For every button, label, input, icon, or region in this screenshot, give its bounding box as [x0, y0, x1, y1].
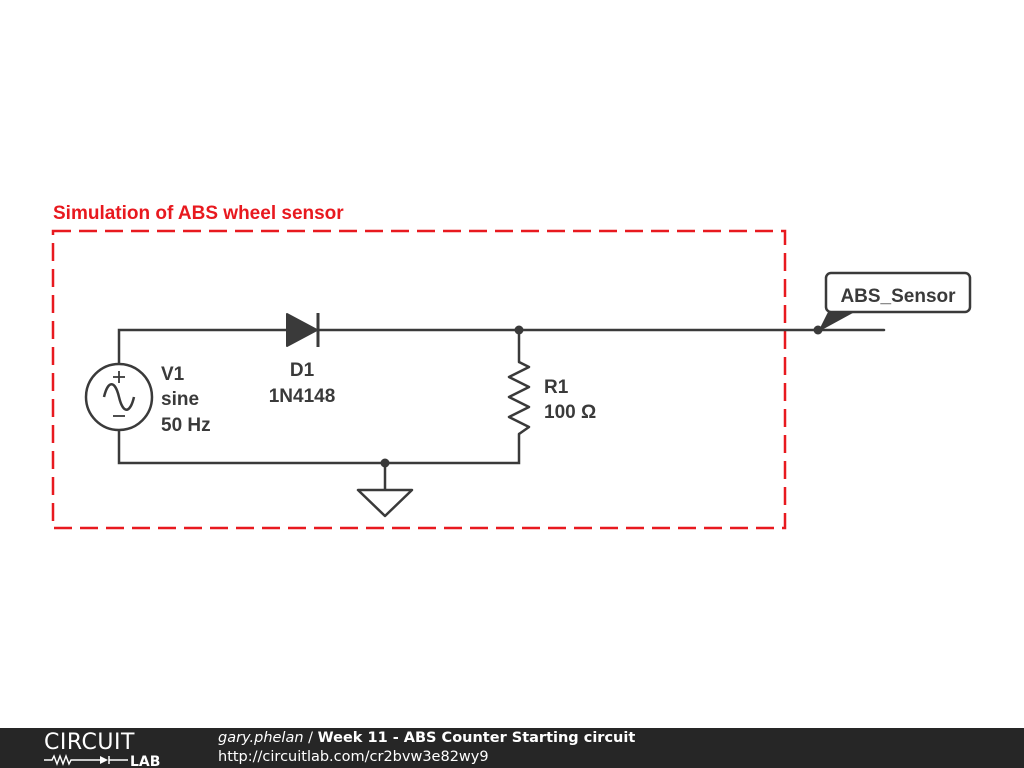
footer-text: gary.phelan / Week 11 - ABS Counter Star…	[218, 729, 635, 767]
group-box	[51, 229, 787, 530]
d1-part-label: 1N4148	[269, 386, 336, 407]
circuit-title: Week 11 - ABS Counter Starting circuit	[317, 730, 636, 746]
net-label-box[interactable]	[824, 271, 972, 314]
circuitlab-logo[interactable]: CIRCUIT LAB	[0, 728, 200, 768]
r1-resistor[interactable]	[507, 360, 531, 436]
circuit-url[interactable]: http://circuitlab.com/cr2bvw3e82wy9	[218, 749, 489, 765]
group-label: Simulation of ABS wheel sensor	[53, 203, 344, 224]
wire-top-left	[117, 328, 289, 365]
footer-title-line: gary.phelan / Week 11 - ABS Counter Star…	[218, 729, 635, 748]
r1-name-label: R1	[544, 377, 569, 398]
author-link[interactable]: gary.phelan	[218, 730, 304, 746]
footer-bar: CIRCUIT LAB gary.phelan / Week 11 - ABS …	[0, 728, 1024, 768]
logo-top-text: CIRCUIT	[44, 730, 135, 755]
v1-value-label: 50 Hz	[161, 415, 211, 436]
net-label-pointer	[818, 308, 862, 332]
d1-name-label: D1	[290, 360, 315, 381]
net-label-text: ABS_Sensor	[840, 286, 956, 307]
junction-dot	[380, 458, 390, 468]
junction-dot	[514, 325, 524, 335]
v1-sine-source[interactable]	[84, 362, 154, 432]
footer-separator: /	[308, 730, 314, 746]
ground-symbol[interactable]	[356, 488, 414, 518]
r1-value-label: 100 Ω	[544, 402, 596, 423]
wire-bottom	[117, 429, 521, 465]
v1-name-label: V1	[161, 364, 185, 385]
logo-resistor-icon	[44, 754, 100, 766]
logo-diode-icon	[100, 756, 108, 764]
v1-type-label: sine	[161, 389, 199, 410]
d1-diode[interactable]	[286, 313, 320, 347]
logo-bottom-text: LAB	[130, 754, 160, 768]
